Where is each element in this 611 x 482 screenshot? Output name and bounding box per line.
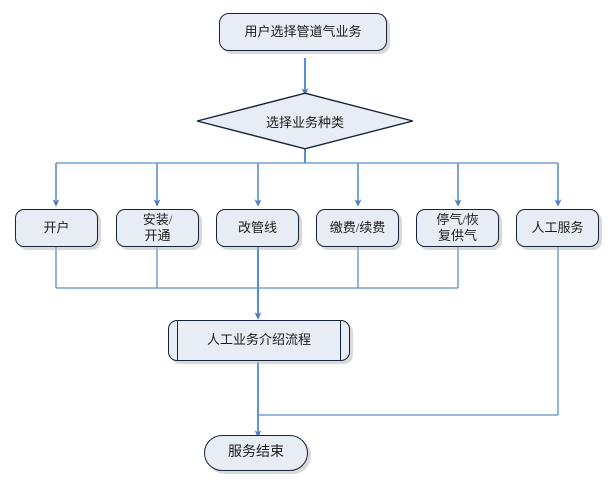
decision-node-label: 选择业务种类 bbox=[265, 114, 344, 130]
option-box-stop-resume-gas[interactable]: 停气/恢 复供气 bbox=[416, 209, 499, 247]
option-box-open-account[interactable]: 开户 bbox=[15, 209, 98, 247]
option-box-4-label: 缴费/续费 bbox=[329, 219, 386, 235]
option-box-5-label: 停气/恢 复供气 bbox=[436, 211, 479, 243]
end-node-label: 服务结束 bbox=[228, 445, 284, 461]
option-box-install-activate[interactable]: 安装/ 开通 bbox=[116, 209, 199, 247]
option-box-2-label: 安装/ 开通 bbox=[142, 211, 173, 243]
option-box-pay-renew[interactable]: 缴费/续费 bbox=[316, 209, 399, 247]
option-box-6-label: 人工服务 bbox=[531, 219, 584, 235]
option-box-1-label: 开户 bbox=[43, 219, 70, 235]
end-node[interactable]: 服务结束 bbox=[204, 435, 308, 471]
start-node[interactable]: 用户选择管道气业务 bbox=[219, 13, 387, 51]
decision-node[interactable]: 选择业务种类 bbox=[196, 92, 414, 150]
start-node-label: 用户选择管道气业务 bbox=[244, 23, 362, 39]
option-box-change-pipeline[interactable]: 改管线 bbox=[216, 209, 299, 247]
option-box-manual-service[interactable]: 人工服务 bbox=[516, 209, 599, 247]
process-node[interactable]: 人工业务介绍流程 bbox=[168, 320, 350, 361]
process-node-label: 人工业务介绍流程 bbox=[206, 332, 311, 348]
option-box-3-label: 改管线 bbox=[237, 219, 277, 235]
